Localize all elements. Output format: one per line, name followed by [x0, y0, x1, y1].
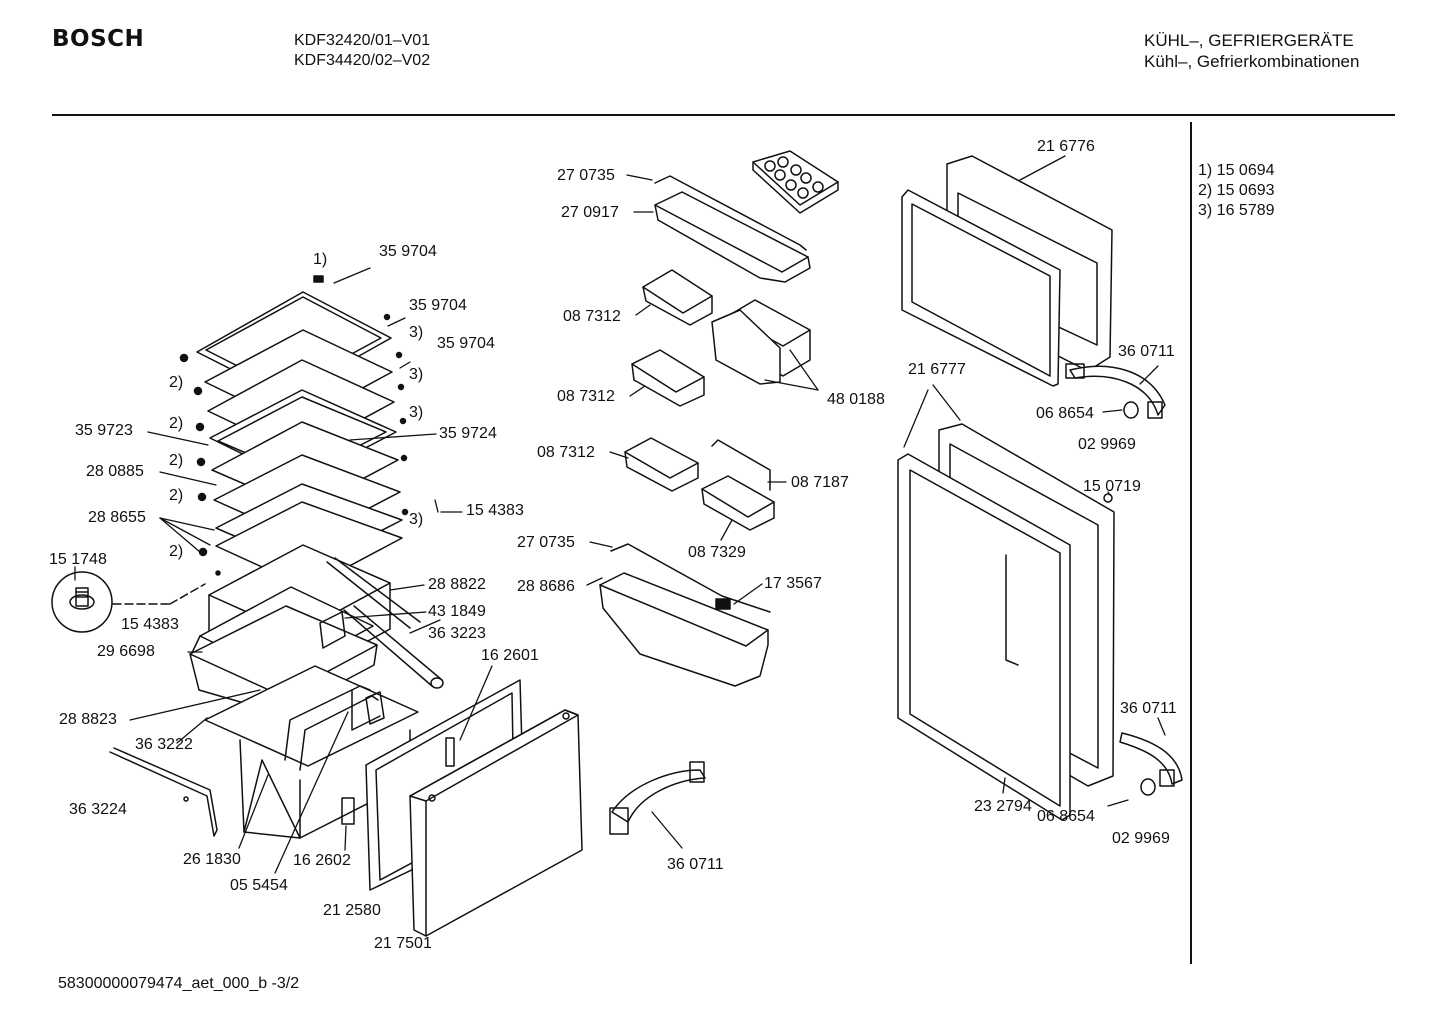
door-handles	[1065, 363, 1183, 796]
callout-l39: 08 7312	[537, 444, 595, 461]
shelf-clips	[179, 275, 409, 557]
model-number-1: KDF32420/01–V01	[294, 32, 431, 49]
callout-l1: 1)	[313, 251, 328, 268]
callout-l53: 23 2794	[974, 798, 1032, 815]
callout-l16: 28 8655	[88, 509, 146, 526]
callout-l26: 28 8823	[59, 711, 117, 728]
category-title: KÜHL–, GEFRIERGERÄTE	[1144, 31, 1354, 50]
drawer-front	[365, 679, 583, 937]
callout-l47: 36 0711	[1118, 343, 1175, 360]
note-2: 2) 15 0693	[1198, 182, 1275, 199]
header-divider	[52, 114, 1395, 116]
callout-l5: 35 9704	[437, 335, 495, 352]
glass-shelf-stack	[196, 291, 403, 589]
callout-l29: 26 1830	[183, 851, 241, 868]
callout-l54: 06 8654	[1037, 808, 1095, 825]
callout-l52: 36 0711	[1120, 700, 1177, 717]
model-number-2: KDF34420/02–V02	[294, 52, 431, 69]
callout-l17: 3)	[409, 511, 424, 528]
callout-l19: 2)	[169, 543, 184, 560]
callout-l27: 36 3222	[135, 736, 193, 753]
category-subtitle: Kühl–, Gefrierkombinationen	[1144, 52, 1360, 71]
vegetable-bin	[109, 665, 419, 839]
callout-l2: 35 9704	[379, 243, 437, 260]
callout-l41: 08 7329	[688, 544, 746, 561]
callout-l21: 43 1849	[428, 603, 486, 620]
callout-l22: 15 4383	[121, 616, 179, 633]
callout-l9: 35 9723	[75, 422, 133, 439]
callout-l12: 28 0885	[86, 463, 144, 480]
drawer-handle	[609, 761, 706, 835]
thermostat-knob-circle	[51, 570, 221, 633]
callout-l3: 35 9704	[409, 297, 467, 314]
bottle-rack	[599, 543, 771, 687]
callout-l45: 36 0711	[667, 856, 724, 873]
callout-l14: 2)	[169, 487, 184, 504]
callout-l42: 27 0735	[517, 534, 575, 551]
callout-l46: 21 6776	[1037, 138, 1095, 155]
callout-l49: 06 8654	[1036, 405, 1094, 422]
fridge-door	[897, 423, 1115, 821]
callout-l43: 28 8686	[517, 578, 575, 595]
callout-l8: 3)	[409, 404, 424, 421]
egg-tray	[752, 150, 839, 214]
covered-compartment	[711, 299, 811, 385]
callout-l31: 05 5454	[230, 877, 288, 894]
freezer-door	[901, 155, 1113, 387]
note-1: 1) 15 0694	[1198, 162, 1275, 179]
leader-lines	[74, 155, 1166, 874]
small-boxes	[624, 269, 775, 531]
callout-l30: 16 2602	[293, 852, 351, 869]
callout-l6: 2)	[169, 374, 184, 391]
callout-l4: 3)	[409, 324, 424, 341]
callout-l28: 36 3224	[69, 801, 127, 818]
callout-l10: 2)	[169, 415, 184, 432]
callout-l18: 15 1748	[49, 551, 107, 568]
callout-l25: 16 2601	[481, 647, 539, 664]
notes-divider	[1190, 122, 1192, 964]
callout-l33: 21 7501	[374, 935, 432, 952]
brand-logo: BOSCH	[52, 26, 145, 52]
callout-l23: 36 3223	[428, 625, 486, 642]
callout-l32: 21 2580	[323, 902, 381, 919]
callout-l34: 27 0735	[557, 167, 615, 184]
callout-l15: 15 4383	[466, 502, 524, 519]
callout-l37: 08 7312	[557, 388, 615, 405]
callout-l48: 21 6777	[908, 361, 966, 378]
note-3: 3) 16 5789	[1198, 202, 1275, 219]
callout-l11: 35 9724	[439, 425, 497, 442]
top-door-rack	[654, 175, 811, 283]
callout-l35: 27 0917	[561, 204, 619, 221]
callout-l51: 15 0719	[1083, 478, 1141, 495]
document-id: 58300000079474_aet_000_b -3/2	[58, 975, 300, 992]
callout-l40: 08 7187	[791, 474, 849, 491]
callout-l7: 3)	[409, 366, 424, 383]
callout-l38: 48 0188	[827, 391, 885, 408]
callout-l55: 02 9969	[1112, 830, 1170, 847]
callout-l20: 28 8822	[428, 576, 486, 593]
callout-l24: 29 6698	[97, 643, 155, 660]
wire-bracket	[711, 439, 771, 491]
callout-l44: 17 3567	[764, 575, 822, 592]
callout-l36: 08 7312	[563, 308, 621, 325]
callout-l13: 2)	[169, 452, 184, 469]
callout-l50: 02 9969	[1078, 436, 1136, 453]
